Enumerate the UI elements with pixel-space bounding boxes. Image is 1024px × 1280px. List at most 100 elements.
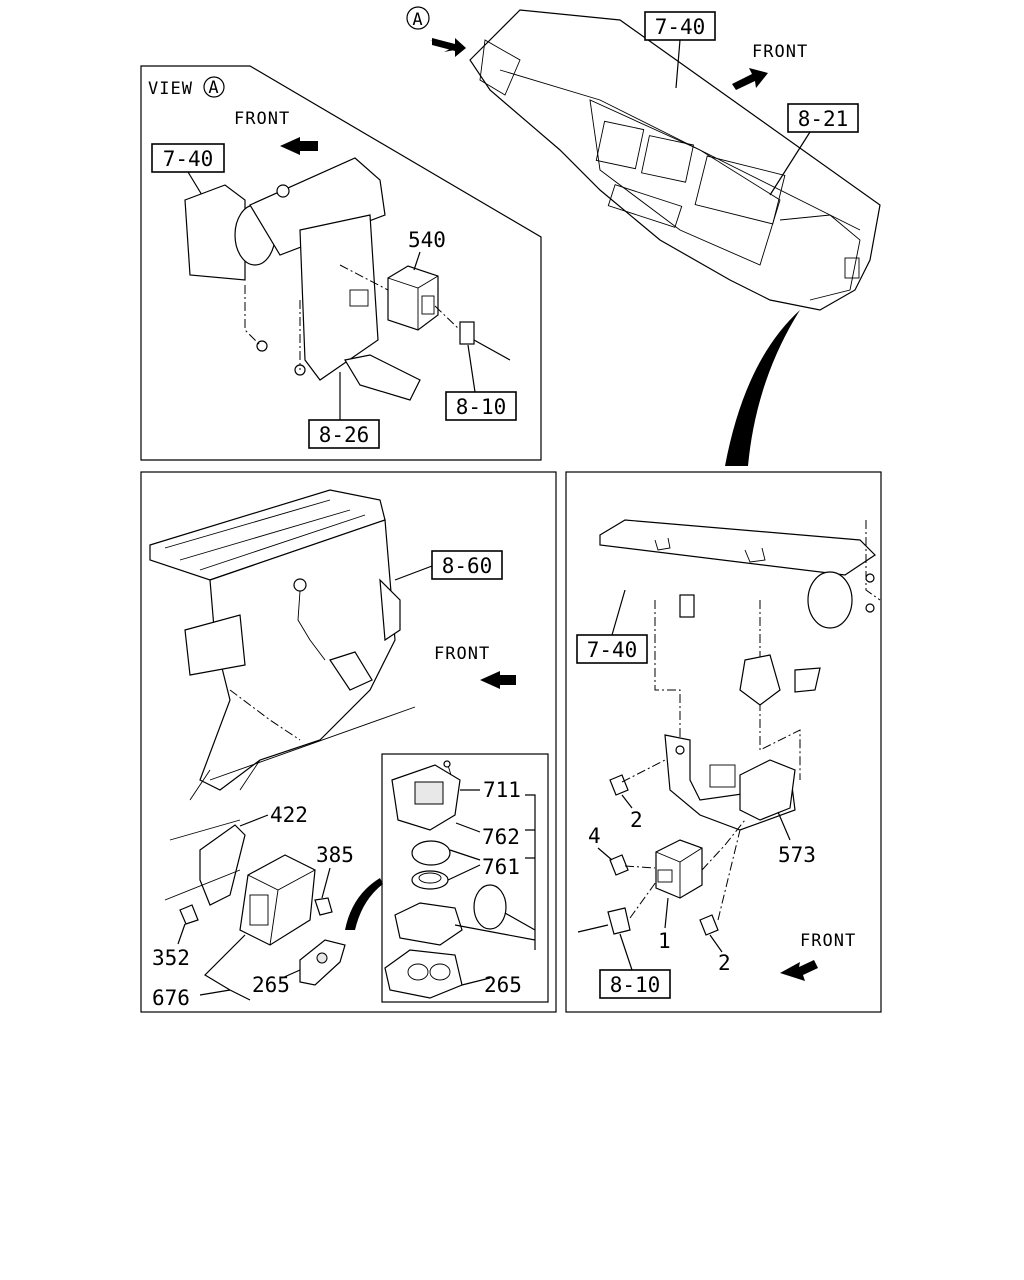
part-762-label: 762: [482, 825, 520, 849]
view-a-bolt-left: [256, 340, 268, 352]
part-676-label: 676: [152, 986, 190, 1010]
part-573-slot: [709, 764, 736, 788]
leader-265a: [281, 969, 301, 979]
dash-radio: [607, 184, 683, 228]
left-assembly-lines: [164, 819, 241, 901]
heater-hose: [297, 590, 326, 661]
part-4-label: 4: [588, 824, 601, 848]
right-connector-line: [629, 881, 657, 919]
view-a-marker: A: [208, 78, 219, 98]
part-540-label: 540: [408, 228, 446, 252]
left-panel-frame: [140, 471, 557, 1013]
view-a-ref-box-connector: [445, 391, 517, 421]
right-upper-clip: [794, 667, 821, 693]
ref-heater-label: 8-60: [442, 554, 493, 578]
view-marker-circle: [406, 6, 430, 30]
leader-1: [664, 897, 669, 929]
alarm-module-edges: [247, 869, 316, 946]
fob-inset-frame: [381, 753, 549, 1003]
view-a-bolt-top: [276, 184, 290, 198]
heater-dash-line: [229, 689, 301, 741]
right-dash-underside: [599, 519, 876, 576]
part-265b-label: 265: [484, 973, 522, 997]
view-a-ref-bracket: 8-26: [319, 423, 370, 447]
part-1-mount-line: [701, 819, 746, 871]
view-a-lower-bracket: [344, 354, 421, 401]
left-front-label: FRONT: [434, 644, 490, 664]
right-clip-a: [865, 573, 875, 583]
view-a-plate-slot: [349, 289, 369, 307]
leader-385: [321, 867, 331, 899]
view-a-bolt-line-1: [244, 285, 261, 346]
right-front-label: FRONT: [800, 931, 856, 951]
part-2a-line: [621, 759, 666, 783]
view-a-front-label: FRONT: [234, 109, 290, 129]
part-1-label: 1: [658, 929, 671, 953]
leader-2b: [709, 934, 723, 953]
alarm-module-slot: [249, 894, 269, 926]
module-540-socket: [421, 295, 435, 315]
leader-540: [413, 251, 421, 271]
right-upper-bracket: [739, 654, 781, 706]
inset-bracket-line: [525, 794, 536, 950]
view-a-duct: [249, 157, 386, 256]
view-a-title: VIEW: [148, 79, 193, 99]
right-ref-dashboard: 7-40: [587, 638, 638, 662]
dash-vent-left: [595, 120, 645, 170]
right-front-arrow-icon: [780, 960, 818, 981]
right-ref-connector: 8-10: [610, 973, 661, 997]
ref-cluster-label: 8-21: [798, 107, 849, 131]
fob-window: [414, 781, 444, 805]
dash-right-panel: [779, 214, 861, 301]
fob-button-pad: [394, 902, 463, 946]
part-2a-label: 2: [630, 808, 643, 832]
part-422-bracket: [199, 824, 246, 906]
leader-heater: [394, 565, 433, 581]
part-422-label: 422: [270, 803, 308, 827]
inset-leaders: [447, 789, 536, 986]
view-a-harness: [473, 339, 511, 361]
part-2b-bolt: [699, 914, 719, 936]
dashboard-edge: [499, 69, 861, 231]
part-761-label: 761: [482, 855, 520, 879]
ref-box-cluster: [787, 103, 859, 133]
alarm-module: [239, 854, 316, 946]
part-352-screw: [179, 904, 199, 925]
view-a-front-arrow-icon: [280, 137, 318, 155]
ref-box-heater: [431, 550, 503, 580]
leader-573: [777, 811, 791, 841]
part-761-ring: [411, 870, 449, 890]
view-a-leader-connector: [467, 344, 476, 393]
dashboard-center-stack: [589, 99, 781, 266]
left-front-arrow-icon: [480, 671, 516, 689]
view-a-connector: [459, 321, 475, 345]
dash-right-clip: [844, 257, 860, 279]
part-762-cap: [411, 840, 451, 866]
top-dashboard-group: A 7-40 8-21 FRONT: [406, 6, 881, 466]
heater-break-lines: [189, 759, 261, 801]
fob-lower-case: [384, 949, 463, 999]
dashboard-body: [469, 9, 881, 311]
part-385-screw: [314, 897, 333, 916]
part-385-label: 385: [316, 843, 354, 867]
part-711-label: 711: [483, 778, 521, 802]
ref-dashboard-label: 7-40: [655, 15, 706, 39]
ref-box-dashboard: [644, 11, 716, 41]
right-harness: [577, 924, 609, 933]
heater-lower-clip: [329, 651, 373, 691]
part-761-ring-inner: [418, 872, 442, 884]
top-front-arrow-icon: [732, 68, 768, 90]
heater-tray-ribs: [164, 499, 366, 571]
part-2b-label: 2: [718, 951, 731, 975]
right-panel: 573 2 4 1 2 8-10 7-40 FRONT: [565, 471, 882, 1013]
view-a-connector-line: [434, 305, 461, 331]
right-duct-end: [807, 571, 853, 629]
part-573-hole: [675, 745, 685, 755]
view-a-ref-box-bracket: [308, 419, 380, 449]
part-2b-line: [717, 829, 741, 921]
leader-422: [239, 814, 269, 827]
part-711-screw: [443, 760, 451, 768]
fob-lower-hole-2: [429, 963, 451, 981]
right-ref-box-connector: [599, 969, 671, 999]
